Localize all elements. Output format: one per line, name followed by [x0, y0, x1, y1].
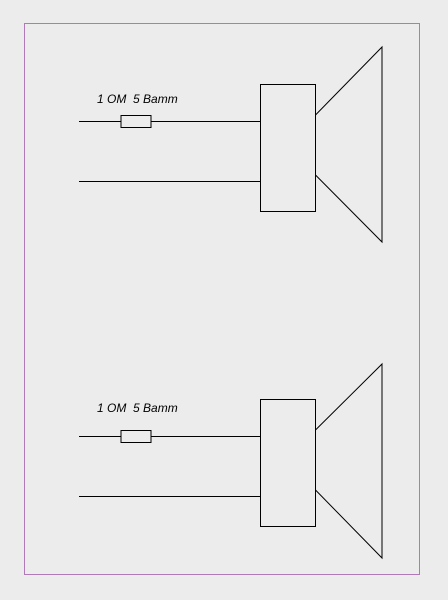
resistor-label-1: 1 OM 5 Bamm: [97, 92, 178, 106]
resistor-1: [120, 115, 152, 128]
speaker-magnet-1: [260, 84, 316, 212]
resistor-label-2: 1 OM 5 Bamm: [97, 401, 178, 415]
circuit-1: 1 OM 5 Bamm: [79, 45, 383, 244]
drawing-frame: [24, 23, 420, 575]
speaker-magnet-2: [260, 399, 316, 527]
speaker-cone-2: [315, 362, 383, 560]
circuit-2: 1 OM 5 Bamm: [79, 362, 383, 560]
resistor-2: [120, 430, 152, 443]
speaker-cone-1: [315, 45, 383, 244]
